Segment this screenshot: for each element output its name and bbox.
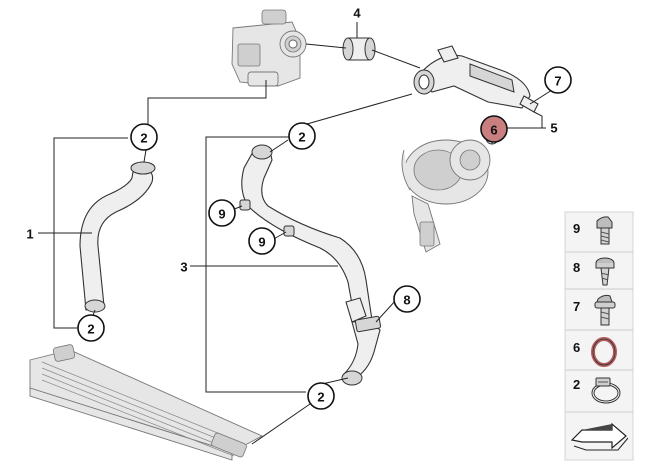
- callout-6-highlighted: 6: [480, 115, 508, 143]
- callout-label: 2: [298, 130, 305, 145]
- leader-lines: [38, 22, 553, 445]
- hose-part-1: [79, 161, 156, 313]
- turbocharger: [401, 139, 491, 253]
- bolt-icon: [596, 216, 613, 245]
- bolt-icon: [594, 294, 616, 326]
- bolt-part-9-lower: [283, 225, 295, 237]
- hose-part-3: [241, 144, 382, 386]
- diagram-arrow-icon: [570, 422, 629, 451]
- o-ring-icon: [591, 337, 617, 367]
- label-part-4: 4: [353, 6, 361, 21]
- callout-9-upper: 9: [208, 199, 236, 227]
- callout-8: 8: [393, 285, 421, 313]
- callout-label: 2: [317, 390, 324, 405]
- callout-label: 2: [87, 322, 94, 337]
- callout-2-hose-mid-top: 2: [288, 122, 316, 150]
- legend-number-2: 2: [573, 377, 580, 392]
- label-part-3: 3: [180, 260, 187, 275]
- parts-legend: 9 8 7 6: [564, 211, 634, 461]
- legend-number-7: 7: [573, 299, 580, 314]
- callout-2-bottom: 2: [307, 382, 335, 410]
- callout-label: 9: [258, 235, 265, 250]
- legend-number-9: 9: [573, 221, 580, 236]
- connector-part-4: [342, 37, 376, 61]
- intercooler: [29, 344, 264, 461]
- label-part-5: 5: [550, 121, 557, 136]
- hose-clamp-icon: [591, 377, 621, 404]
- callout-label: 8: [403, 293, 410, 308]
- callout-label: 9: [218, 207, 225, 222]
- throttle-body: [231, 9, 307, 87]
- callout-label: 6: [490, 123, 497, 138]
- label-part-1: 1: [26, 227, 33, 242]
- bolt-part-9-upper: [239, 199, 251, 211]
- legend-number-8: 8: [573, 260, 580, 275]
- callout-label: 7: [554, 74, 561, 89]
- screw-icon: [595, 257, 615, 286]
- legend-number-6: 6: [573, 340, 580, 355]
- callout-label: 2: [140, 131, 147, 146]
- callout-9-lower: 9: [248, 227, 276, 255]
- callout-7: 7: [544, 66, 572, 94]
- callout-2-hose-left-bottom: 2: [77, 314, 105, 342]
- charge-pipe-upper: [413, 45, 539, 113]
- callout-2-top-left: 2: [130, 123, 158, 151]
